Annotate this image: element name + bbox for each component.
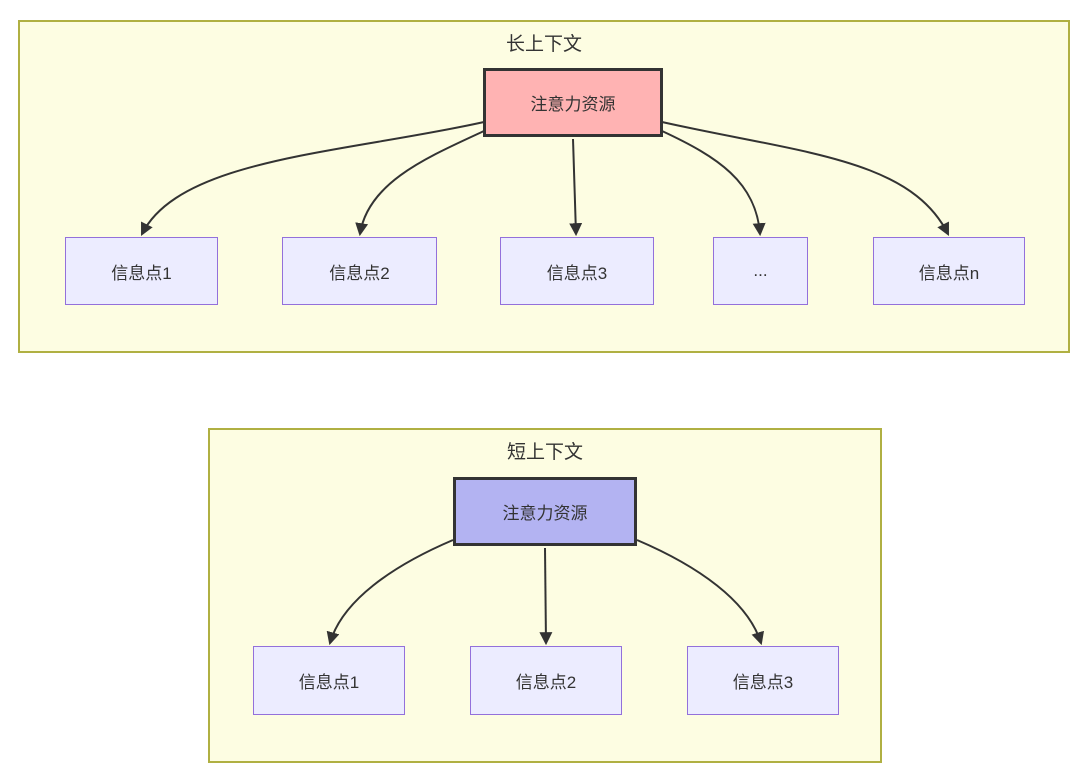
short-attention-resource-node: 注意力资源 <box>453 477 637 546</box>
long-info-node-2-label: 信息点2 <box>329 263 390 283</box>
long-info-node-3: 信息点3 <box>500 237 654 305</box>
short-info-node-3-label: 信息点3 <box>732 673 794 692</box>
long-info-node-1: 信息点1 <box>65 237 218 305</box>
short-info-node-2: 信息点2 <box>470 646 622 715</box>
long-info-node-2: 信息点2 <box>282 237 437 305</box>
long-attention-resource-node: 注意力资源 <box>483 68 663 137</box>
long-info-node-1-label: 信息点1 <box>111 263 172 283</box>
long-info-node-ellipsis: ... <box>713 237 808 305</box>
long-context-title: 长上下文 <box>505 34 582 55</box>
long-info-node-3-label: 信息点3 <box>546 263 608 283</box>
short-info-node-1: 信息点1 <box>253 646 405 715</box>
short-info-node-3: 信息点3 <box>687 646 839 715</box>
long-info-node-n: 信息点n <box>873 237 1025 305</box>
short-attention-resource-label: 注意力资源 <box>502 504 588 523</box>
short-context-title: 短上下文 <box>506 442 583 463</box>
short-info-node-1-label: 信息点1 <box>298 673 360 692</box>
short-info-node-2-label: 信息点2 <box>515 673 577 692</box>
long-info-node-n-label: 信息点n <box>918 263 980 283</box>
long-attention-resource-label: 注意力资源 <box>530 95 616 114</box>
long-info-node-ellipsis-label: ... <box>753 261 768 280</box>
